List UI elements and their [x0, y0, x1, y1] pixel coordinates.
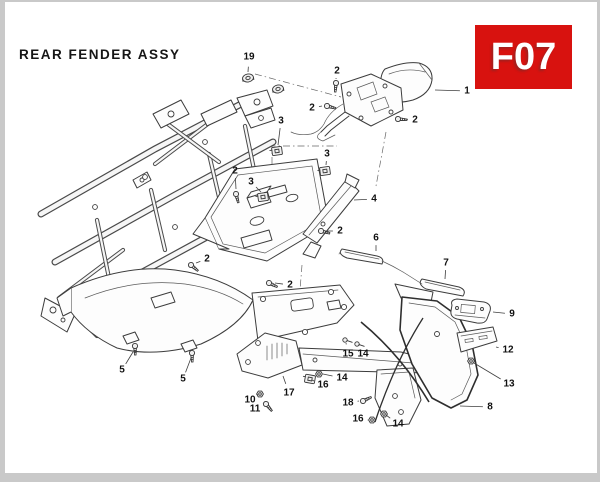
part-callout-2: 2	[204, 254, 210, 265]
part-callout-2: 2	[287, 280, 293, 291]
part-callout-3: 3	[324, 149, 330, 160]
callout-leader-line	[186, 358, 191, 372]
callout-leader-line	[496, 347, 499, 348]
screw-icon	[333, 80, 339, 92]
part-callout-14: 14	[336, 373, 348, 384]
part-callout-5: 5	[180, 374, 186, 385]
part-callout-8: 8	[487, 402, 493, 413]
callout-leader-line	[126, 352, 133, 364]
bolt-icon	[342, 337, 352, 343]
part-callout-3: 3	[248, 177, 254, 188]
part-callout-15: 15	[342, 349, 354, 360]
nut-icon	[369, 417, 376, 423]
screw-icon	[187, 261, 199, 272]
callout-leader-line	[257, 394, 258, 395]
callout-leader-line	[283, 376, 286, 384]
callout-leader-line	[278, 128, 280, 145]
part-callout-12: 12	[502, 345, 514, 356]
part-callout-14: 14	[392, 419, 404, 430]
callout-leader-line	[445, 270, 446, 279]
clip-nut-icon	[302, 374, 315, 384]
part-callout-13: 13	[503, 379, 515, 390]
part-callout-19: 19	[243, 52, 255, 63]
part-callout-2: 2	[232, 166, 238, 177]
callout-leader-line	[435, 90, 460, 91]
callout-leader-line	[354, 199, 367, 200]
part-callout-16: 16	[317, 380, 329, 391]
part-callout-11: 11	[250, 404, 261, 415]
nut-icon	[316, 371, 323, 377]
part-callout-9: 9	[509, 309, 515, 320]
part-callout-2: 2	[412, 115, 418, 126]
part-callout-2: 2	[309, 103, 315, 114]
screw-icon	[262, 400, 273, 412]
part-callout-14: 14	[357, 349, 369, 360]
turn-signal-left	[339, 249, 403, 272]
mounting-plate	[252, 285, 354, 341]
part-callout-1: 1	[464, 86, 470, 97]
callout-leader-line	[196, 261, 200, 263]
nut-icon	[257, 391, 264, 397]
callout-leader-line	[493, 312, 505, 313]
part-callout-3: 3	[278, 116, 284, 127]
exploded-diagram: 1921223323426272912151455141316171018811…	[5, 2, 600, 482]
part-callout-2: 2	[337, 226, 343, 237]
part-callout-5: 5	[119, 365, 125, 376]
part-callout-6: 6	[373, 233, 379, 244]
screw-icon	[266, 280, 279, 290]
bolt-icon	[354, 341, 364, 347]
clip-nut-icon	[270, 146, 283, 156]
callout-leader-line	[319, 106, 322, 107]
callout-leader-line	[323, 374, 333, 376]
inner-fender-panel	[57, 269, 253, 352]
part-callout-18: 18	[342, 398, 354, 409]
nut-icon	[381, 411, 388, 417]
part-callout-16: 16	[352, 414, 364, 425]
grommet-icon	[272, 84, 284, 94]
screw-icon	[360, 395, 373, 405]
part-callout-4: 4	[371, 194, 377, 205]
catalog-page: REAR FENDER ASSY F07	[5, 2, 597, 473]
nut-icon	[468, 358, 475, 364]
grommet-icon	[242, 73, 254, 83]
part-callout-2: 2	[334, 66, 340, 77]
fender-stay-bracket	[237, 333, 433, 426]
part-callout-17: 17	[283, 388, 295, 399]
callout-leader-line	[460, 406, 483, 407]
part-callout-7: 7	[443, 258, 449, 269]
callout-leader-line	[275, 283, 283, 284]
